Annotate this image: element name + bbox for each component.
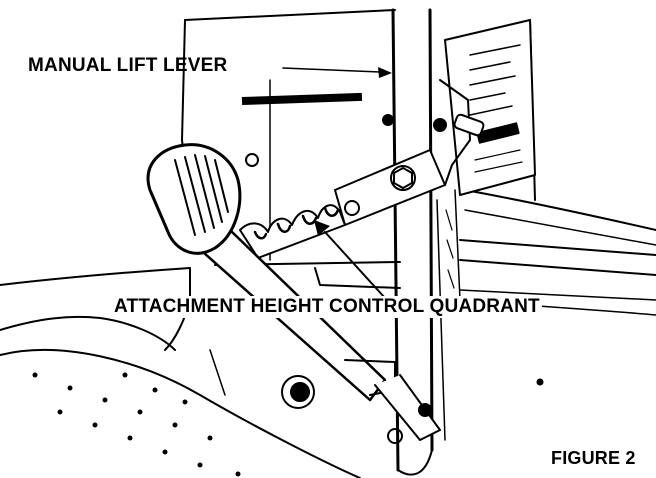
- small-bolt: [245, 153, 259, 167]
- seat-perforations: [32, 372, 544, 477]
- body-marking: [241, 92, 363, 106]
- lever-bracket: [334, 79, 485, 226]
- manual-lift-lever-label: MANUAL LIFT LEVER: [28, 55, 228, 76]
- caution-decal: [444, 19, 536, 196]
- leader-arrows: [282, 67, 392, 299]
- machine-body: [0, 9, 656, 478]
- attachment-height-control-quadrant-label: ATTACHMENT HEIGHT CONTROL QUADRANT: [112, 296, 542, 318]
- figure-number-label: FIGURE 2: [551, 448, 636, 468]
- height-control-quadrant: [239, 204, 346, 259]
